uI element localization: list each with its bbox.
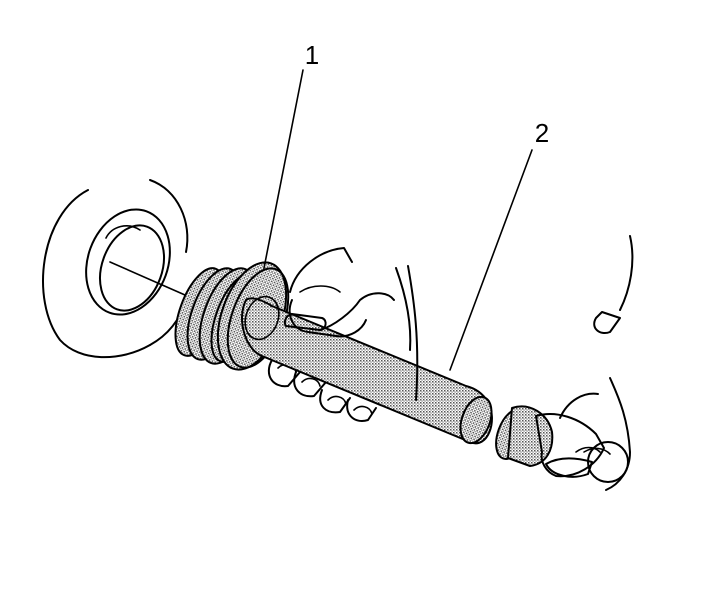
hammer — [495, 405, 629, 483]
callout-1-label: 1 — [305, 40, 319, 70]
callout-1-leader — [263, 69, 304, 269]
hand-holding-driver — [283, 247, 419, 401]
bearing-race — [85, 208, 171, 316]
hub-housing — [42, 179, 189, 359]
callout-2-leader — [449, 149, 533, 371]
alignment-centerline — [109, 261, 186, 296]
driver-handle — [241, 295, 493, 445]
installer-tool — [174, 261, 290, 371]
hand-fingers-back — [267, 359, 377, 422]
callout-2-label: 2 — [535, 118, 549, 148]
hand-holding-hammer — [545, 235, 634, 491]
